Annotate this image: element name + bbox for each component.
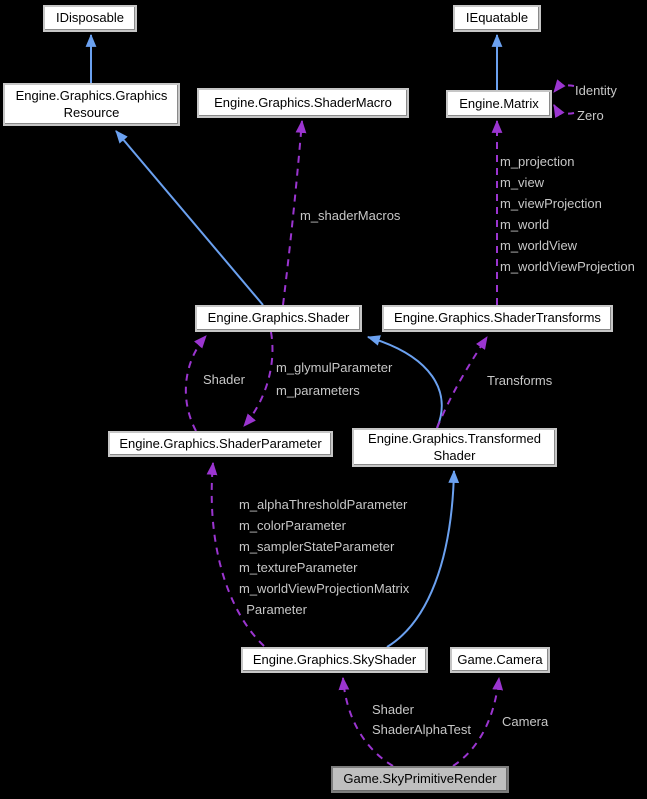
- node-graphics-resource[interactable]: Engine.Graphics.Graphics Resource: [3, 83, 180, 126]
- edge-label-camera-ref: Camera: [502, 714, 549, 729]
- edge-transformedshader-shader: [366, 335, 443, 429]
- node-transformed-shader[interactable]: Engine.Graphics.Transformed Shader: [352, 428, 557, 467]
- edge-shader-shadermacro: [282, 119, 307, 306]
- node-shader-transforms[interactable]: Engine.Graphics.ShaderTransforms: [382, 305, 613, 332]
- edge-matrix-zero-loop: [553, 104, 575, 119]
- node-idisposable[interactable]: IDisposable: [43, 5, 137, 32]
- node-shader-macro[interactable]: Engine.Graphics.ShaderMacro: [197, 88, 409, 118]
- edge-label-zero: Zero: [577, 108, 604, 123]
- edge-label-sky-shader-refs: Shader ShaderAlphaTest: [372, 702, 472, 737]
- edge-matrix-identity-loop: [553, 79, 575, 93]
- edge-skyshader-transformedshader: [386, 469, 460, 648]
- edge-skyprimitiverender-camera: [452, 676, 504, 767]
- edge-label-shader-macros: m_shaderMacros: [300, 208, 401, 223]
- edge-shader-shaderparameter: [243, 331, 274, 427]
- edge-label-identity: Identity: [575, 83, 617, 98]
- node-shader-parameter[interactable]: Engine.Graphics.ShaderParameter: [108, 431, 333, 457]
- edge-label-shader-params: m_glymulParameter m_parameters: [276, 360, 393, 398]
- edge-skyprimitiverender-skyshader: [338, 676, 394, 767]
- edge-label-transforms: Transforms: [487, 373, 553, 388]
- edge-label-shader-ref: Shader: [203, 372, 245, 387]
- node-matrix[interactable]: Engine.Matrix: [446, 90, 552, 118]
- node-camera[interactable]: Game.Camera: [450, 647, 550, 673]
- node-shader[interactable]: Engine.Graphics.Shader: [195, 305, 362, 332]
- edge-transformedshader-shadertransforms: [436, 336, 488, 429]
- node-iequatable[interactable]: IEquatable: [453, 5, 541, 32]
- edge-label-sky-params: m_alphaThresholdParameter m_colorParamet…: [239, 497, 410, 617]
- edge-skyshader-shaderparameter: [206, 461, 265, 647]
- edge-shader-graphicsresource: [115, 130, 264, 306]
- edge-label-matrix-members: m_projection m_view m_viewProjection m_w…: [500, 154, 635, 274]
- node-sky-shader[interactable]: Engine.Graphics.SkyShader: [241, 647, 428, 673]
- node-sky-primitive-render[interactable]: Game.SkyPrimitiveRender: [331, 766, 509, 793]
